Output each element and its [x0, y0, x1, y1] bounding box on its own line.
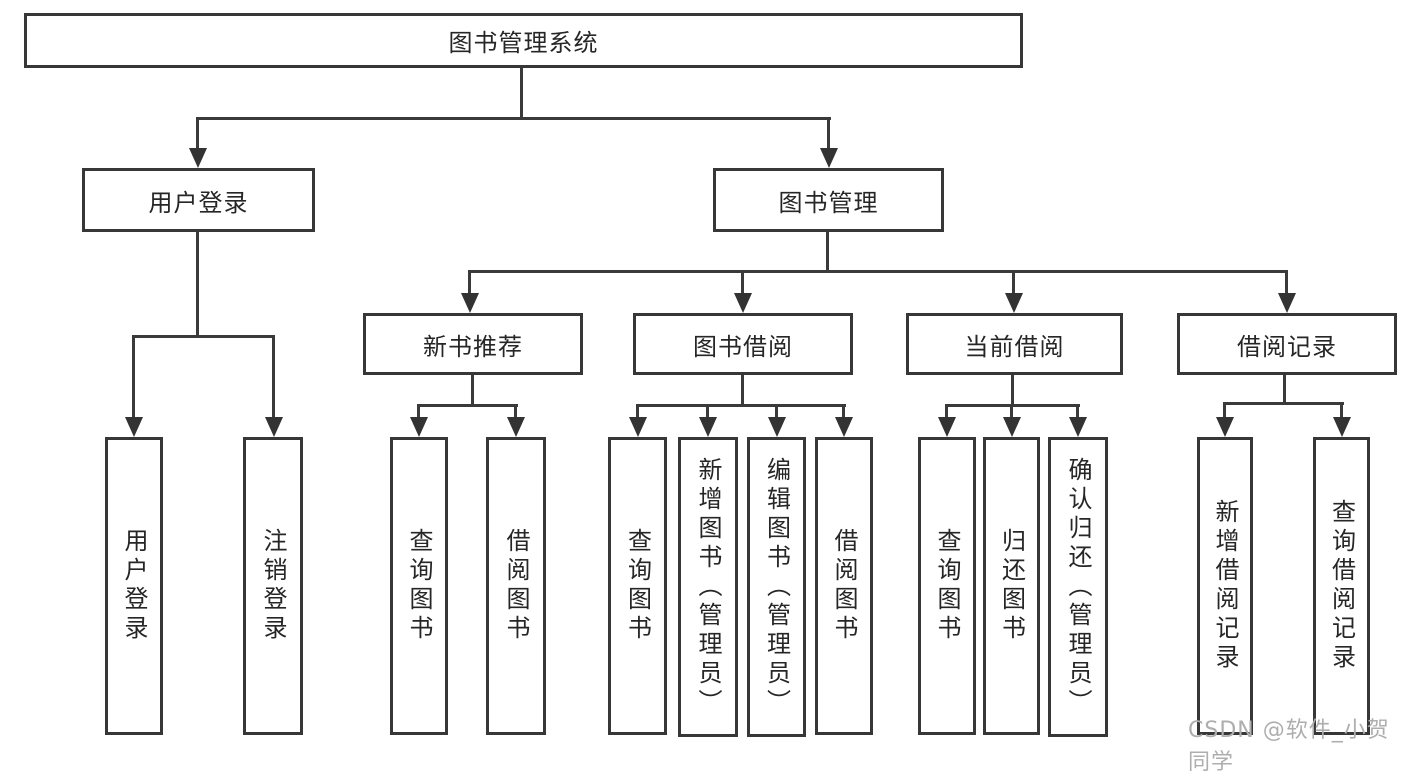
leaf-borrow-add-books-admin: 新增图书（管理员） — [678, 437, 738, 737]
node-user-login: 用户登录 — [82, 168, 315, 232]
leaf-borrow-query-books: 查询图书 — [608, 437, 667, 735]
leaf-borrow-query-books-label: 查询图书 — [623, 528, 652, 644]
leaf-current-confirm-return-admin-label: 确认归还（管理员） — [1064, 456, 1092, 718]
leaf-current-confirm-return-admin: 确认归还（管理员） — [1048, 437, 1108, 737]
connector-current-stub — [1011, 375, 1014, 407]
leaf-records-query-record-label: 查询借阅记录 — [1327, 499, 1356, 673]
leaf-current-query-books-label: 查询图书 — [933, 528, 961, 644]
leaf-borrow-add-books-admin-label: 新增图书（管理员） — [694, 456, 722, 718]
connector-l2-bus — [196, 117, 831, 120]
node-new-book-recommend: 新书推荐 — [363, 313, 583, 375]
arrowhead-records-add — [1216, 417, 1234, 437]
node-borrow-records-label: 借阅记录 — [1237, 332, 1337, 361]
connector-borrow-drop-1 — [636, 404, 639, 422]
connector-current-drop-3 — [1076, 404, 1079, 422]
leaf-current-return-books: 归还图书 — [983, 437, 1040, 735]
arrowhead-recommend-borrow — [507, 417, 525, 437]
connector-l2-drop-left — [196, 117, 199, 152]
node-current-borrow-label: 当前借阅 — [964, 332, 1065, 361]
arrowhead-borrow-edit — [768, 417, 786, 437]
leaf-records-add-record-label: 新增借阅记录 — [1211, 499, 1239, 673]
leaf-records-query-record: 查询借阅记录 — [1313, 437, 1370, 735]
leaf-current-query-books: 查询图书 — [918, 437, 976, 735]
connector-user-stub — [196, 232, 199, 337]
arrowhead-user-login — [189, 148, 207, 168]
node-book-borrow-label: 图书借阅 — [693, 332, 793, 361]
connector-borrow-stub — [741, 375, 744, 407]
connector-bm-stub — [826, 232, 829, 273]
arrowhead-current-return — [1003, 417, 1021, 437]
connector-user-drop-2 — [272, 335, 275, 423]
node-book-management: 图书管理 — [713, 168, 944, 232]
arrowhead-borrow-borrow — [835, 417, 853, 437]
leaf-current-return-books-label: 归还图书 — [997, 528, 1026, 644]
connector-borrow-drop-2 — [706, 404, 709, 422]
node-book-management-label: 图书管理 — [778, 188, 879, 217]
connector-recommend-drop-1 — [417, 404, 420, 422]
arrowhead-leaf-user-login — [125, 417, 143, 437]
node-new-book-recommend-label: 新书推荐 — [423, 332, 523, 361]
leaf-borrow-borrow-books: 借阅图书 — [815, 437, 873, 735]
arrowhead-current-borrow — [1005, 293, 1023, 313]
arrowhead-borrow-add — [699, 417, 717, 437]
connector-borrow-drop-4 — [842, 404, 845, 422]
connector-l3-drop-3 — [1012, 270, 1015, 298]
connector-borrow-drop-3 — [775, 404, 778, 422]
connector-recommend-stub — [471, 375, 474, 407]
connector-root-stub — [520, 67, 523, 119]
leaf-borrow-edit-books-admin-label: 编辑图书（管理员） — [762, 456, 791, 718]
node-book-borrow: 图书借阅 — [633, 313, 853, 375]
connector-l3-drop-4 — [1285, 270, 1288, 298]
leaf-user-login: 用户登录 — [105, 437, 163, 735]
connector-recommend-bus — [417, 404, 518, 407]
leaf-logout: 注销登录 — [243, 437, 303, 735]
arrowhead-recommend-query — [410, 417, 428, 437]
leaf-borrow-edit-books-admin: 编辑图书（管理员） — [747, 437, 806, 737]
arrowhead-current-query — [938, 417, 956, 437]
leaf-recommend-query-books-label: 查询图书 — [405, 528, 433, 644]
csdn-watermark: CSDN @软件_小贺同学 — [1188, 718, 1390, 775]
connector-user-bus — [132, 335, 275, 338]
node-library-system: 图书管理系统 — [24, 13, 1023, 68]
arrowhead-book-borrow — [734, 293, 752, 313]
arrowhead-leaf-logout — [265, 417, 283, 437]
connector-l3-drop-1 — [468, 270, 471, 298]
connector-records-stub — [1283, 375, 1286, 405]
connector-recommend-drop-2 — [514, 404, 517, 422]
connector-current-drop-1 — [945, 404, 948, 422]
node-current-borrow: 当前借阅 — [906, 313, 1123, 375]
connector-l3-bus — [468, 270, 1287, 273]
connector-user-drop-1 — [132, 335, 135, 423]
arrowhead-new-book-recommend — [461, 293, 479, 313]
arrowhead-current-confirm — [1069, 417, 1087, 437]
org-chart-diagram: 图书管理系统 用户登录 图书管理 新书推荐 图书借阅 当前借阅 借阅记录 用户登… — [24, 13, 1397, 775]
leaf-logout-label: 注销登录 — [259, 528, 287, 644]
connector-l2-drop-right — [827, 117, 830, 152]
leaf-recommend-borrow-books: 借阅图书 — [486, 437, 546, 735]
connector-records-drop-2 — [1340, 402, 1343, 422]
node-user-login-label: 用户登录 — [148, 188, 249, 217]
arrowhead-borrow-records — [1278, 293, 1296, 313]
arrowhead-borrow-query — [629, 417, 647, 437]
connector-current-drop-2 — [1010, 404, 1013, 422]
leaf-borrow-borrow-books-label: 借阅图书 — [830, 528, 858, 644]
arrowhead-records-query — [1333, 417, 1351, 437]
leaf-records-add-record: 新增借阅记录 — [1197, 437, 1253, 735]
leaf-user-login-label: 用户登录 — [120, 528, 148, 644]
connector-records-drop-1 — [1223, 402, 1226, 422]
leaf-recommend-borrow-books-label: 借阅图书 — [502, 528, 530, 644]
connector-borrow-bus — [636, 404, 846, 407]
connector-records-bus — [1223, 402, 1344, 405]
connector-l3-drop-2 — [741, 270, 744, 298]
node-borrow-records: 借阅记录 — [1177, 313, 1397, 375]
leaf-recommend-query-books: 查询图书 — [390, 437, 448, 735]
arrowhead-book-management — [820, 148, 838, 168]
node-library-system-label: 图书管理系统 — [448, 29, 599, 57]
